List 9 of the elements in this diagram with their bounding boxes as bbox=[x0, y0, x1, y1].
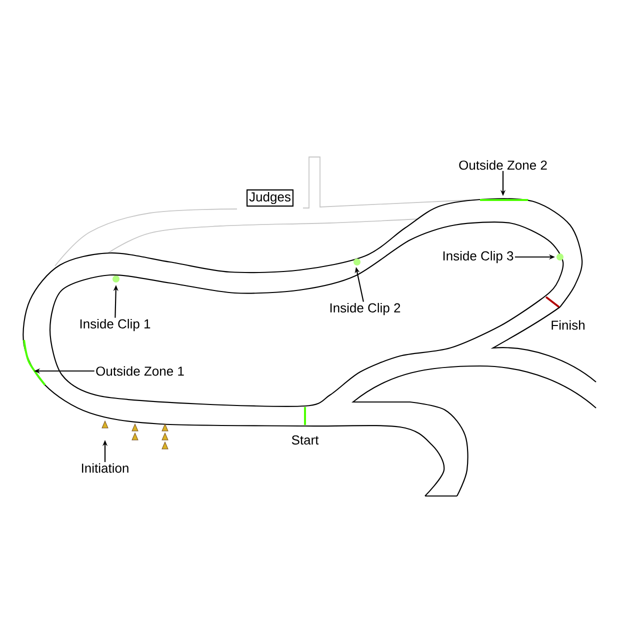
track-label: Finish bbox=[552, 320, 584, 330]
callout-text: Inside Clip 1 bbox=[80, 318, 150, 332]
callout-text: Inside Clip 2 bbox=[330, 302, 400, 316]
callout-text: Outside Zone 1 bbox=[96, 366, 184, 376]
track-label: Start bbox=[292, 435, 319, 445]
judges-box: Judges bbox=[246, 189, 294, 207]
callout-text: Initiation bbox=[82, 463, 128, 473]
callout-text: Outside Zone 2 bbox=[459, 160, 547, 170]
callout-text: Inside Clip 3 bbox=[443, 250, 514, 264]
